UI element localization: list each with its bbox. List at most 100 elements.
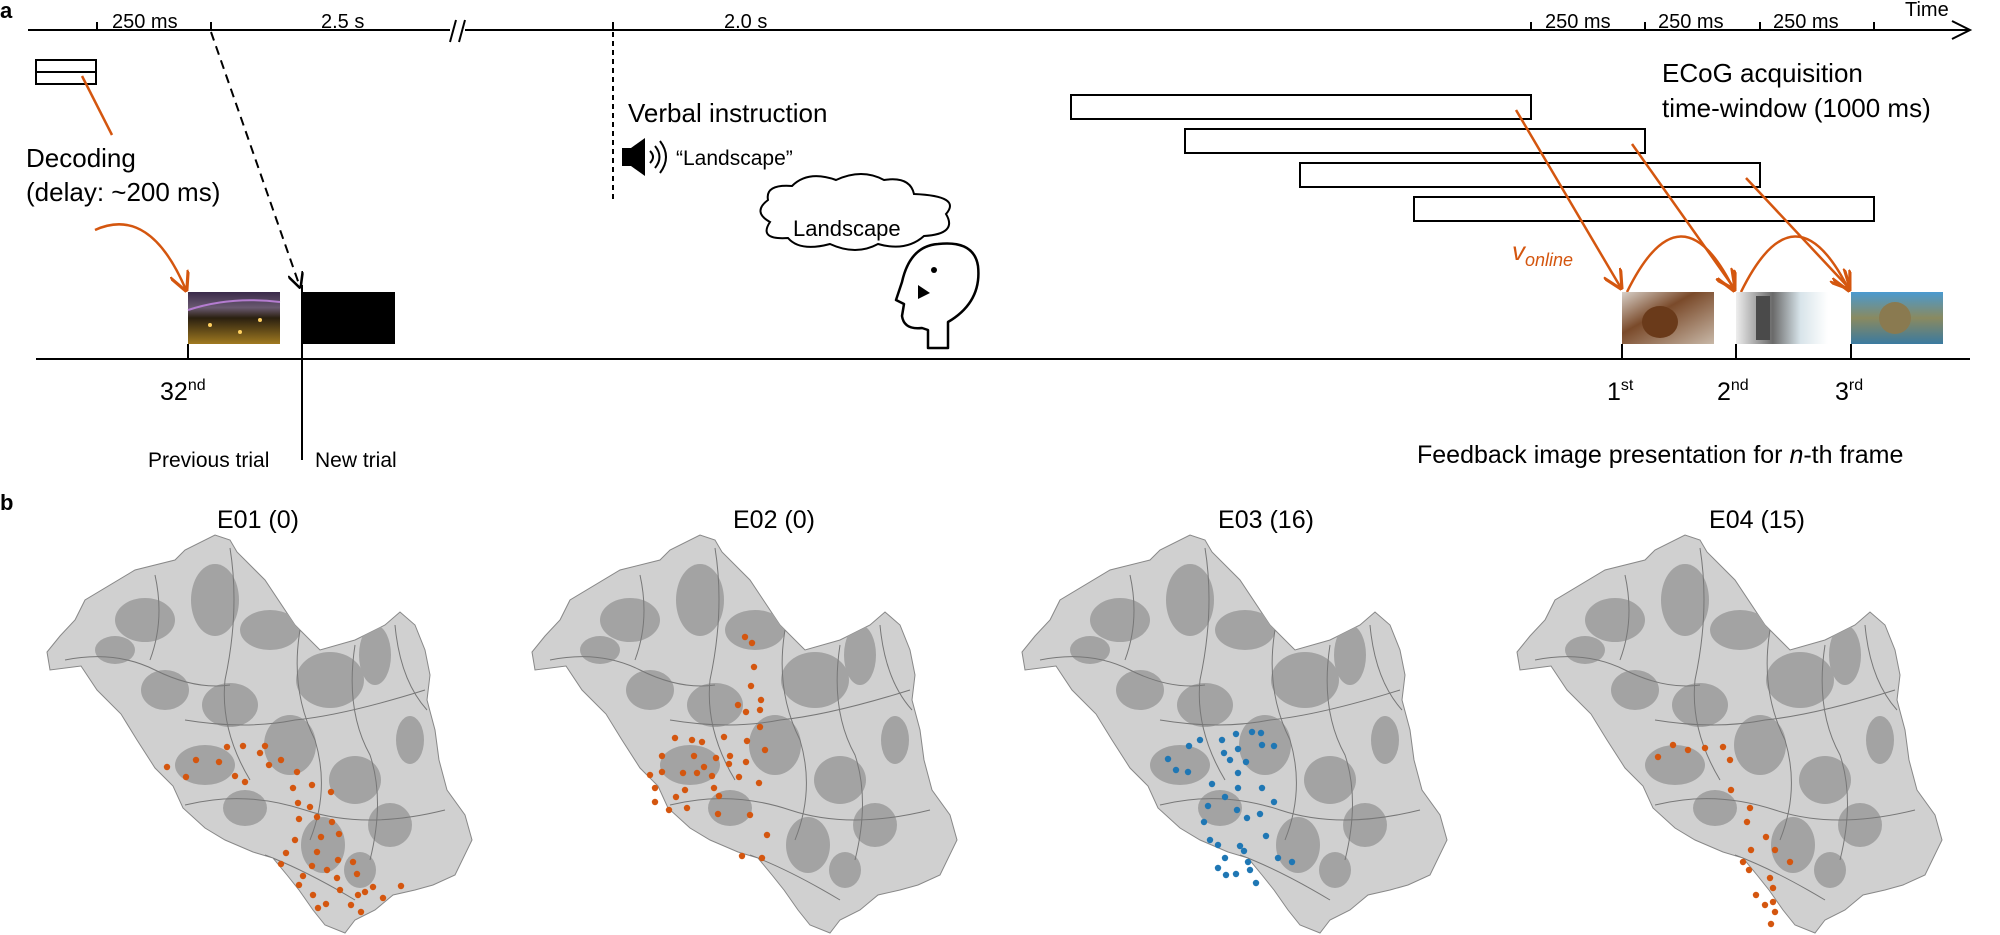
feedback-caption: Feedback image presentation for n-th fra… bbox=[1417, 441, 1903, 469]
map-title-e01: E01 (0) bbox=[217, 506, 299, 534]
electrode-dot bbox=[688, 736, 696, 744]
electrode-dot bbox=[294, 799, 302, 807]
interval-label-2: 2.5 s bbox=[321, 11, 364, 33]
electrode-dot bbox=[1262, 832, 1270, 840]
region-boundary bbox=[1159, 689, 1401, 726]
sulcus-region bbox=[301, 817, 345, 873]
region-boundary bbox=[634, 574, 645, 661]
electrode-dot bbox=[1654, 753, 1662, 761]
sulcus-region bbox=[396, 716, 424, 764]
region-boundary bbox=[1271, 629, 1297, 841]
sulcus-region bbox=[580, 636, 620, 664]
electrode-dot bbox=[1752, 891, 1760, 899]
electrode-dot bbox=[295, 881, 303, 889]
electrode-dot bbox=[748, 639, 756, 647]
region-boundary bbox=[1654, 798, 1916, 821]
region-boundary bbox=[223, 547, 251, 781]
electrode-dot bbox=[651, 798, 659, 806]
sulcus-region bbox=[1585, 598, 1645, 642]
electrode-dot bbox=[1767, 920, 1775, 928]
electrode-dot bbox=[756, 723, 764, 731]
electrode-dot bbox=[241, 778, 249, 786]
electrode-dot bbox=[725, 760, 733, 768]
electrode-dot bbox=[282, 849, 290, 857]
sulcus-region bbox=[344, 852, 376, 888]
electrode-dot bbox=[239, 742, 247, 750]
electrode-dot bbox=[182, 773, 190, 781]
electrode-dot bbox=[758, 854, 766, 862]
speaker-icon bbox=[622, 138, 667, 176]
electrode-dot bbox=[1185, 742, 1193, 750]
sulcus-region bbox=[1343, 803, 1387, 847]
region-boundary bbox=[1039, 656, 1206, 687]
electrode-dot bbox=[336, 886, 344, 894]
electrode-dot bbox=[1252, 879, 1260, 887]
region-boundary bbox=[1159, 798, 1421, 821]
interval-label-5: 250 ms bbox=[1658, 11, 1724, 33]
electrode-dot bbox=[299, 872, 307, 880]
electrode-dot bbox=[715, 792, 723, 800]
sulcus-region bbox=[1070, 636, 1110, 664]
map-title-e04: E04 (15) bbox=[1709, 506, 1805, 534]
sulcus-region bbox=[1150, 745, 1210, 785]
head-icon bbox=[918, 285, 930, 299]
electrode-dot bbox=[1218, 736, 1226, 744]
panel-b-label: b bbox=[0, 490, 13, 515]
electrode-dot bbox=[322, 900, 330, 908]
electrode-dot bbox=[277, 860, 285, 868]
frame-label-2nd: 2nd bbox=[1717, 377, 1749, 406]
electrode-dot bbox=[313, 813, 321, 821]
region-boundary bbox=[1654, 689, 1896, 726]
brain-map-e04 bbox=[1516, 534, 1943, 934]
electrode-dot bbox=[672, 793, 680, 801]
sulcus-region bbox=[1661, 564, 1709, 636]
frame-label-3rd: 3rd bbox=[1835, 377, 1863, 406]
sulcus-region bbox=[141, 670, 189, 710]
electrode-dot bbox=[726, 752, 734, 760]
electrode-dot bbox=[163, 763, 171, 771]
region-boundary bbox=[749, 854, 841, 901]
region-boundary bbox=[879, 624, 913, 711]
region-boundary bbox=[1619, 574, 1630, 661]
electrode-dot bbox=[1743, 818, 1751, 826]
electrode-dot bbox=[313, 848, 321, 856]
electrode-dot bbox=[1701, 744, 1709, 752]
electrode-dot bbox=[261, 742, 269, 750]
electrode-dot bbox=[1288, 858, 1296, 866]
electrode-dot bbox=[379, 894, 387, 902]
panel-a-label: a bbox=[0, 0, 13, 23]
frame-label-1st: 1st bbox=[1607, 377, 1634, 406]
sulcus-region bbox=[368, 803, 412, 847]
sulcus-region bbox=[1766, 652, 1834, 708]
bottom-timeline bbox=[36, 285, 1970, 460]
sulcus-region bbox=[1866, 716, 1894, 764]
sulcus-region bbox=[1304, 756, 1356, 804]
electrode-dot bbox=[1739, 858, 1747, 866]
sulcus-region bbox=[626, 670, 674, 710]
electrode-dot bbox=[1214, 864, 1222, 872]
sulcus-region bbox=[296, 652, 364, 708]
sulcus-region bbox=[1814, 852, 1846, 888]
electrode-dot bbox=[742, 758, 750, 766]
electrode-dot bbox=[1172, 766, 1180, 774]
sulcus-region bbox=[1838, 803, 1882, 847]
sulcus-region bbox=[1319, 852, 1351, 888]
decoding-label: Decoding bbox=[26, 143, 136, 173]
electrode-dot bbox=[741, 633, 749, 641]
frame-label-32nd: 32nd bbox=[160, 377, 206, 406]
electrode-dot bbox=[1236, 842, 1244, 850]
interval-label-3: 2.0 s bbox=[724, 11, 767, 33]
region-boundary bbox=[149, 574, 160, 661]
region-boundary bbox=[1864, 624, 1898, 711]
sulcus-region bbox=[202, 683, 258, 727]
electrode-dot bbox=[361, 888, 369, 896]
interval-label-4: 250 ms bbox=[1545, 11, 1611, 33]
sulcus-region bbox=[1829, 625, 1861, 685]
electrode-dot bbox=[1248, 728, 1256, 736]
electrode-dot bbox=[291, 836, 299, 844]
sulcus-region bbox=[1645, 745, 1705, 785]
electrode-dot bbox=[720, 733, 728, 741]
landscape-quote: “Landscape” bbox=[676, 147, 793, 170]
electrode-dot bbox=[328, 818, 336, 826]
electrode-dot bbox=[223, 743, 231, 751]
